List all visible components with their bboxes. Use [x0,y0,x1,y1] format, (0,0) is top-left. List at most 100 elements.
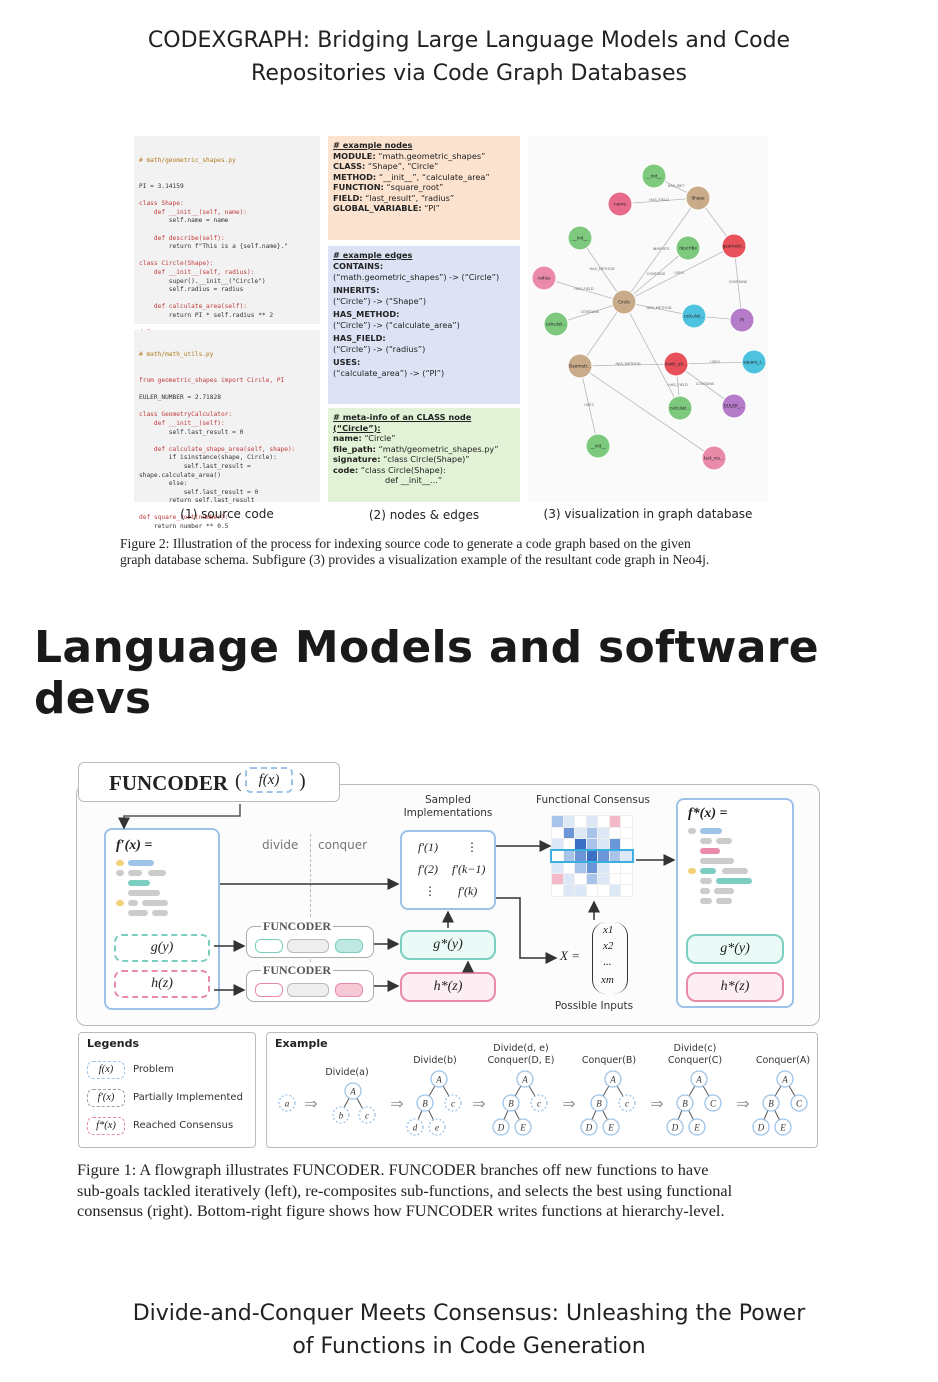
code-bar [148,870,166,876]
kv-value: (“calculate_area”) -> (“PI”) [333,368,445,378]
matrix-cell [562,849,576,863]
matrix-cell [562,838,576,851]
code-bar [128,860,154,866]
matrix-cell [574,861,587,874]
graph-node-label: last_res... [704,456,724,461]
kv-row: HAS_FIELD:(“Circle”) -> (“radius”) [333,333,515,355]
paper-title-top-line2: Repositories via Code Graph Databases [251,61,687,86]
matrix-cell [585,884,599,897]
kv-key: code: [333,464,359,475]
matrix-cell [551,849,564,863]
code-line [139,386,315,395]
matrix-cell [608,849,622,863]
paper-title-top: CODEXGRAPH: Bridging Large Language Mode… [0,24,938,90]
tree-node [530,1094,548,1112]
code-bar [152,910,168,916]
example-step-top1: Divide(c) [674,1043,717,1054]
mini-g-slot2 [287,939,329,953]
tree-node [416,1094,434,1112]
tree-node-letter: E [519,1123,526,1133]
sampled-title-line2: Implementations [403,807,493,819]
code-line [139,226,315,235]
paper-title-bottom: Divide-and-Conquer Meets Consensus: Unle… [0,1297,938,1363]
code-line: return PI * self.radius ** 2 [139,311,274,319]
kv-value: “last_result”, “radius” [362,192,455,203]
tree-node-letter: D [585,1123,593,1133]
mini-g-slot3 [335,939,363,953]
graph-edge-label: CONTAINS [647,272,666,276]
graph-node [681,303,707,329]
matrix-cell [585,826,599,840]
tree-node-letter: D [671,1123,679,1133]
meta-title: # meta-info of an CLASS node (“Circle”): [333,412,472,433]
figure-1: FUNCODER ( f(x) ) f′(x) = g(y) h(z) divi… [76,760,820,1152]
code-line [139,252,315,261]
code-bar [700,858,734,864]
kv-key: CONTAINS: [333,260,384,271]
tree-node-letter: B [508,1099,514,1109]
graph-node [667,395,693,421]
paper-title-bottom-line2: of Functions in Code Generation [292,1334,646,1359]
step-arrow: ⇒ [650,1094,663,1113]
tree-node-letter: E [779,1123,786,1133]
tree-node-letter: c [365,1111,369,1121]
possible-inputs: Possible Inputs [554,1000,634,1012]
matrix-cell [620,849,633,863]
matrix-cell [597,872,610,886]
tree-node-letter: c [625,1099,629,1109]
graph-node-label: calculat... [546,322,566,327]
code-line: else: [139,480,188,488]
kv-key: MODULE: [333,150,376,161]
matrix-cell [585,861,599,874]
code-line: def square_root(number): [139,514,229,522]
kv-key: METHOD: [333,171,377,182]
code-line: shape.calculate_area() [139,471,221,479]
matrix-cell [620,872,633,886]
code-line [139,437,315,446]
tree-node-letter: d [413,1123,418,1133]
paper-title-bottom-line1: Divide-and-Conquer Meets Consensus: Unle… [132,1301,806,1326]
matrix-cell [551,861,564,874]
code-bar [700,828,722,834]
kv-key: HAS_FIELD: [333,332,386,343]
graph-node [675,235,701,261]
fstar-box: f*(x) = g*(y) h*(z) [676,798,794,1008]
section-heading: Language Models and software devs [34,622,819,724]
code-bar [716,898,732,904]
impl-1: f′(1) [418,840,438,854]
tree-node-letter: a [285,1099,290,1109]
graph-edge [543,277,625,303]
graph-node [741,349,767,375]
title-paren-close: ) [299,770,306,792]
graph-node [641,163,667,189]
matrix-cell [620,884,633,897]
kv-row: METHOD: “__init__”, “calculate_area” [333,172,515,183]
tree-node-letter: C [796,1099,803,1109]
tree-node [790,1094,808,1112]
graph-edge-label: HAS_FIELD [649,198,669,202]
code-bar [700,838,712,844]
figure-1-caption-line3: consensus (right). Bottom-right figure s… [77,1201,725,1220]
kv-value: (“math.geometric_shapes”) -> (“Circle”) [333,272,500,282]
graph-edge-label: HAS_METHOD [589,267,614,271]
graph-node [663,351,689,377]
fprime-label: f′(x) = [116,838,153,853]
code-line: return self.last_result [139,497,255,505]
impl-dots-2: ⋮ [424,884,436,898]
kv-key: FUNCTION: [333,182,384,192]
kv-row: CONTAINS:(“math.geometric_shapes”) -> (“… [333,261,515,283]
title-paren-open: ( [235,770,242,792]
matrix-cell [608,826,622,840]
gstar-pill: g*(y) [400,930,496,960]
code-line: super().__init__("Circle") [139,277,266,285]
funcoder-title: FUNCODER [109,771,228,795]
tree-node-letter: A [609,1075,616,1085]
kv-row: CLASS: “Shape”, “Circle” [333,161,515,172]
arrow-sampled-to-inputs [496,897,558,964]
tree-node-letter: C [710,1099,717,1109]
example-trees: Divide(a)Divide(b)Divide(d, e)Conquer(D,… [278,1043,810,1136]
matrix-cell [574,826,587,840]
tree-node [516,1070,534,1088]
tree-node [514,1118,532,1136]
tree-node-letter: A [695,1075,702,1085]
